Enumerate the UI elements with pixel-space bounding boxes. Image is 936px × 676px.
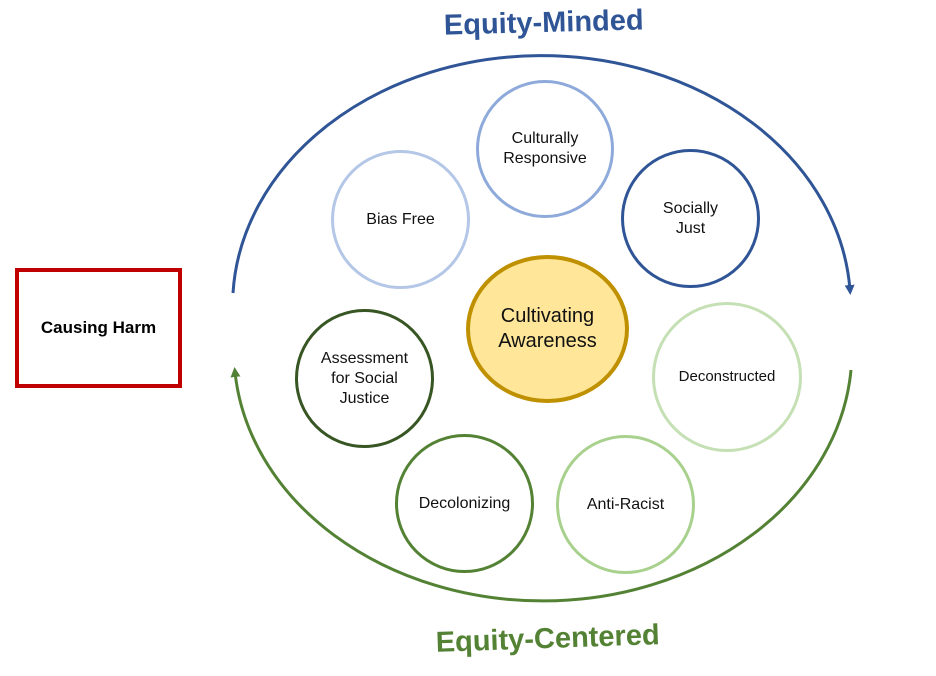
causing-harm-label: Causing Harm xyxy=(40,318,157,337)
equity-centered-title: Equity-Centered xyxy=(435,619,660,659)
node-label: Decolonizing xyxy=(418,494,511,512)
node-decolonizing: Decolonizing xyxy=(395,434,534,573)
node-assessment-for-social-justice: Assessment for Social Justice xyxy=(295,309,434,448)
node-label: Assessment for Social Justice xyxy=(320,349,409,407)
equity-minded-arc xyxy=(231,54,855,295)
node-deconstructed: Deconstructed xyxy=(652,302,802,452)
node-socially-just: Socially Just xyxy=(621,149,760,288)
node-bias-free: Bias Free xyxy=(331,150,470,289)
node-anti-racist: Anti-Racist xyxy=(556,435,695,574)
equity-minded-title: Equity-Minded xyxy=(443,4,644,41)
node-label: Socially Just xyxy=(662,199,719,237)
node-label: Culturally Responsive xyxy=(503,130,587,167)
node-culturally-responsive: Culturally Responsive xyxy=(476,80,614,218)
equity-centered-arc xyxy=(230,367,853,603)
causing-harm-box: Causing Harm xyxy=(15,268,182,388)
node-label: Deconstructed xyxy=(678,367,776,385)
node-label: Anti-Racist xyxy=(586,495,665,513)
center-circle: Cultivating Awareness xyxy=(466,255,629,403)
node-label: Bias Free xyxy=(366,210,435,228)
center-label: Cultivating Awareness xyxy=(498,305,597,352)
